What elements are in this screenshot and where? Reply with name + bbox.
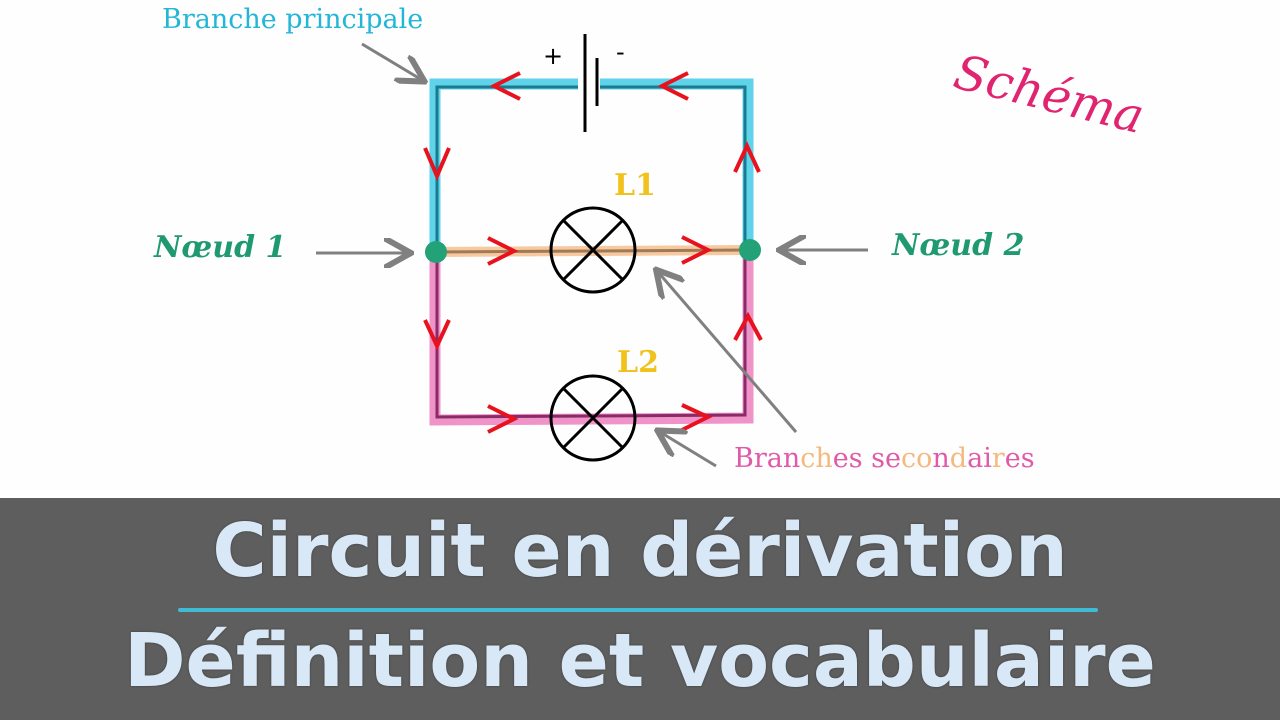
lamp-2-label: L2	[617, 345, 659, 380]
label-part: co	[901, 443, 933, 474]
label-part: d	[949, 443, 968, 474]
secondary-branch-2-wire	[429, 252, 754, 426]
node-1-dot	[425, 241, 447, 263]
title-divider	[178, 608, 1098, 612]
circuit-diagram: + - Branche principale Schéma Nœud 1 Nœu…	[154, 4, 1150, 474]
title-line-1: Circuit en dérivation	[212, 508, 1068, 594]
battery-icon	[578, 34, 600, 132]
label-part: n	[932, 443, 950, 474]
label-part: es	[1004, 443, 1035, 474]
node-2-dot	[739, 239, 761, 261]
lamp-1-icon	[549, 206, 637, 294]
label-part: se	[862, 443, 902, 474]
node-1-label: Nœud 1	[154, 230, 287, 265]
current-direction-arrows	[423, 71, 763, 434]
lamp-1-label: L1	[614, 168, 656, 203]
node-2-label: Nœud 2	[892, 228, 1025, 263]
label-part: ai	[967, 443, 992, 474]
label-part: ch	[800, 443, 833, 474]
label-part: Bran	[734, 443, 801, 474]
main-branch-label: Branche principale	[162, 4, 424, 35]
battery-minus-sign: -	[616, 38, 625, 66]
secondary-branches-label: Branches secondaires	[734, 443, 1035, 474]
circuit-schematic: + -	[316, 34, 868, 468]
label-part: es	[832, 443, 863, 474]
battery-plus-sign: +	[543, 42, 563, 70]
lamp-2-icon	[549, 374, 637, 462]
title-line-2: Définition et vocabulaire	[124, 618, 1156, 704]
main-branch-wire	[429, 78, 754, 252]
pointer-arrows	[316, 42, 868, 468]
label-part: r	[991, 443, 1005, 474]
